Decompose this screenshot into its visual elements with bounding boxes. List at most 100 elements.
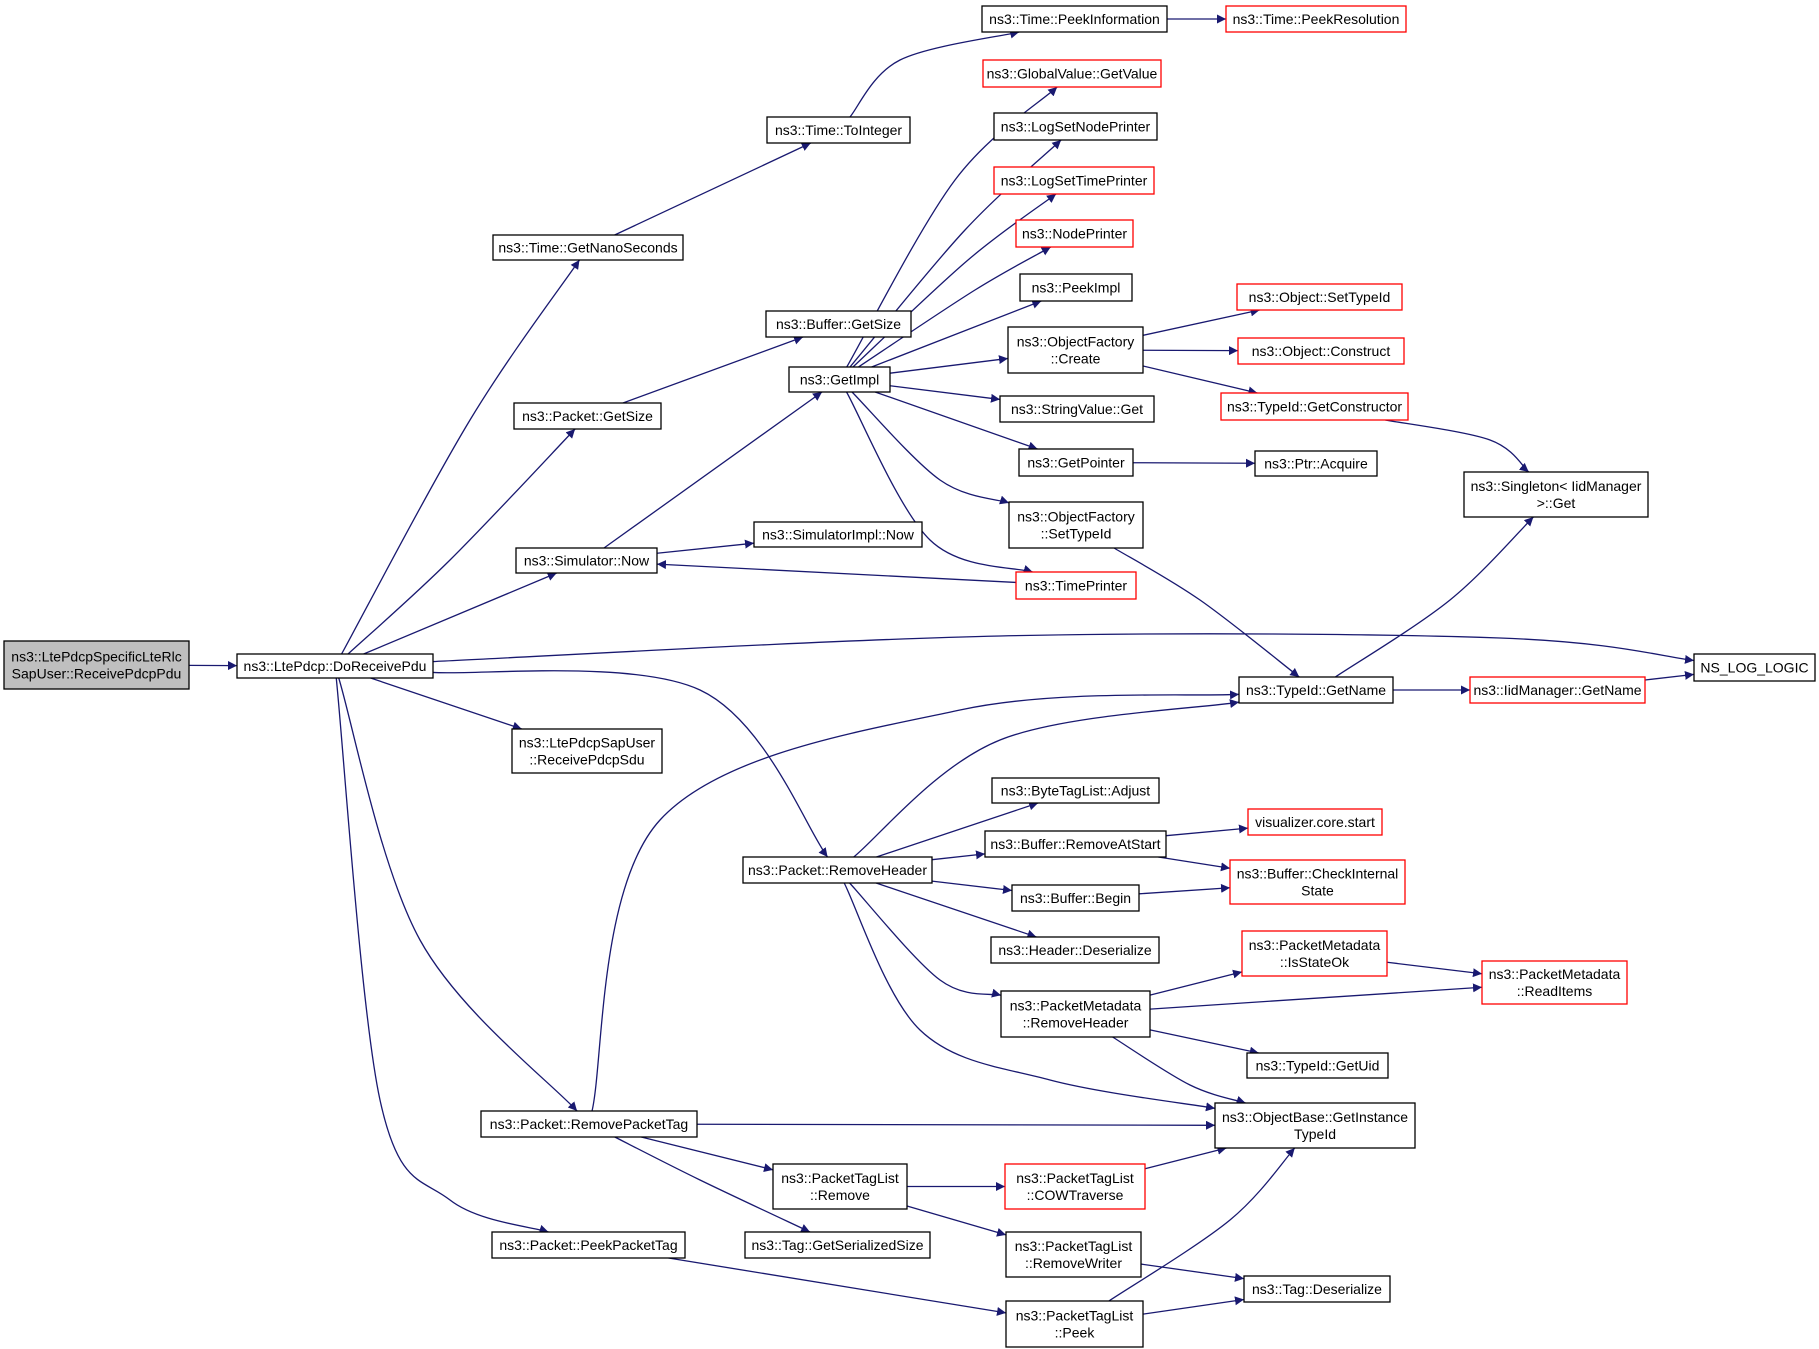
edge-pmrmheader-to-obinst	[1112, 1036, 1246, 1105]
edge-arrow	[1386, 961, 1483, 978]
edge-rmheader-to-btladjust	[876, 801, 1039, 858]
node-box	[772, 1163, 908, 1210]
edge-ofcreate-to-objsettype	[1142, 307, 1260, 336]
edge-rmpkttag-to-tidgetname	[591, 690, 1240, 1112]
node-bufbegin[interactable]: ns3::Buffer::Begin	[1011, 884, 1140, 912]
node-label: ns3::PacketMetadata	[1489, 966, 1621, 982]
edge-arrow	[1142, 365, 1258, 396]
node-getptr[interactable]: ns3::GetPointer	[1018, 448, 1134, 477]
node-root[interactable]: ns3::LtePdcpSpecificLteRlcSapUser::Recei…	[3, 640, 190, 690]
node-box	[511, 728, 663, 774]
edge-rmheader-to-obinst	[843, 882, 1216, 1112]
node-lognode[interactable]: ns3::LogSetNodePrinter	[993, 112, 1158, 141]
node-strval[interactable]: ns3::StringValue::Get	[999, 395, 1155, 423]
node-bufgetsize[interactable]: ns3::Buffer::GetSize	[765, 310, 912, 338]
node-label: ::RemoveHeader	[1023, 1015, 1129, 1031]
edge-arrow	[931, 880, 1013, 894]
node-timenano[interactable]: ns3::Time::GetNanoSeconds	[492, 234, 684, 261]
node-nodeprinter[interactable]: ns3::NodePrinter	[1015, 219, 1134, 248]
edge-arrow	[843, 882, 1216, 1112]
node-ptlremove[interactable]: ns3::PacketTagList::Remove	[772, 1163, 908, 1210]
edge-toint-to-peekinfo	[849, 29, 1020, 118]
node-peekres[interactable]: ns3::Time::PeekResolution	[1225, 5, 1407, 33]
node-pmreaditems[interactable]: ns3::PacketMetadata::ReadItems	[1481, 960, 1628, 1005]
edge-arrow	[849, 882, 1002, 998]
node-ptlrmwriter[interactable]: ns3::PacketTagList::RemoveWriter	[1005, 1231, 1142, 1278]
node-peekinfo[interactable]: ns3::Time::PeekInformation	[981, 5, 1168, 33]
edge-rmpkttag-to-ptlremove	[641, 1136, 774, 1173]
node-box	[1015, 219, 1134, 248]
node-label: ns3::PacketTagList	[781, 1170, 899, 1186]
node-simnow[interactable]: ns3::Simulator::Now	[515, 547, 658, 574]
edge-arrow	[668, 1257, 1007, 1316]
edge-doreceive-to-rmpkttag	[338, 677, 578, 1112]
node-ptlcow[interactable]: ns3::PacketTagList::COWTraverse	[1004, 1163, 1146, 1210]
edge-getimpl-to-strval	[889, 385, 1001, 403]
node-label: ns3::PacketTagList	[1015, 1238, 1133, 1254]
node-timeprinter[interactable]: ns3::TimePrinter	[1015, 571, 1137, 600]
node-pmrmheader[interactable]: ns3::PacketMetadata::RemoveHeader	[1000, 990, 1151, 1038]
node-pktgetsize[interactable]: ns3::Packet::GetSize	[513, 402, 662, 430]
node-box	[1000, 990, 1151, 1038]
node-label: ns3::Packet::RemovePacketTag	[490, 1116, 688, 1132]
edge-rmheader-to-pmrmheader	[849, 882, 1002, 998]
node-objconstruct[interactable]: ns3::Object::Construct	[1237, 337, 1405, 365]
edge-arrow	[931, 850, 986, 861]
node-ofsettype[interactable]: ns3::ObjectFactory::SetTypeId	[1008, 501, 1144, 549]
node-label: ns3::ObjectFactory	[1017, 509, 1135, 525]
node-tagdeser[interactable]: ns3::Tag::Deserialize	[1243, 1275, 1391, 1303]
node-tidgetuid[interactable]: ns3::TypeId::GetUid	[1246, 1052, 1389, 1079]
edge-iidgetname-to-nslog	[1644, 670, 1695, 681]
node-box	[1463, 471, 1649, 518]
node-box	[1015, 571, 1137, 600]
node-objsettype[interactable]: ns3::Object::SetTypeId	[1236, 283, 1403, 311]
node-bufrmstart[interactable]: ns3::Buffer::RemoveAtStart	[984, 830, 1167, 858]
node-hdrdeser[interactable]: ns3::Header::Deserialize	[990, 936, 1160, 964]
node-nslog[interactable]: NS_LOG_LOGIC	[1693, 653, 1816, 682]
edge-doreceive-to-peekpkttag	[335, 677, 549, 1234]
node-ptracq[interactable]: ns3::Ptr::Acquire	[1254, 450, 1378, 477]
node-getimpl[interactable]: ns3::GetImpl	[788, 366, 891, 393]
node-doreceive[interactable]: ns3::LtePdcp::DoReceivePdu	[236, 653, 434, 679]
node-logtime[interactable]: ns3::LogSetTimePrinter	[993, 166, 1155, 195]
node-box	[1693, 653, 1816, 682]
node-pmstateok[interactable]: ns3::PacketMetadata::IsStateOk	[1241, 930, 1388, 977]
node-box	[236, 653, 434, 679]
node-label: NS_LOG_LOGIC	[1700, 660, 1808, 676]
node-label: ns3::PacketMetadata	[1249, 937, 1381, 953]
node-getctor[interactable]: ns3::TypeId::GetConstructor	[1220, 392, 1409, 421]
node-peekpkttag[interactable]: ns3::Packet::PeekPacketTag	[491, 1231, 686, 1259]
node-box	[1214, 1102, 1416, 1149]
edge-arrow	[1140, 1263, 1245, 1282]
node-ptlpeek[interactable]: ns3::PacketTagList::Peek	[1005, 1300, 1144, 1348]
node-box	[1481, 960, 1628, 1005]
node-tidgetname[interactable]: ns3::TypeId::GetName	[1238, 676, 1394, 704]
node-label: ns3::Packet::PeekPacketTag	[499, 1237, 677, 1253]
node-toint[interactable]: ns3::Time::ToInteger	[766, 116, 911, 144]
node-vizstart[interactable]: visualizer.core.start	[1247, 808, 1383, 836]
node-rmheader[interactable]: ns3::Packet::RemoveHeader	[742, 856, 933, 884]
edge-arrow	[656, 539, 755, 554]
edge-getimpl-to-peekimpl	[871, 300, 1042, 368]
node-label: ns3::LtePdcpSapUser	[519, 735, 656, 751]
node-sapuser[interactable]: ns3::LtePdcpSapUser::ReceivePdcpSdu	[511, 728, 663, 774]
edge-arrow	[696, 1120, 1216, 1130]
node-btladjust[interactable]: ns3::ByteTagList::Adjust	[991, 777, 1160, 804]
node-taggetsize[interactable]: ns3::Tag::GetSerializedSize	[744, 1231, 931, 1259]
node-ofcreate[interactable]: ns3::ObjectFactory::Create	[1007, 326, 1144, 374]
node-iidgetname[interactable]: ns3::IidManager::GetName	[1469, 676, 1646, 704]
node-simimplnow[interactable]: ns3::SimulatorImpl::Now	[753, 521, 923, 548]
node-peekimpl[interactable]: ns3::PeekImpl	[1019, 273, 1133, 302]
edge-ptlcow-to-obinst	[1144, 1145, 1227, 1170]
edge-pmrmheader-to-tidgetuid	[1149, 1029, 1259, 1056]
node-box	[1008, 501, 1144, 549]
edge-bufrmstart-to-vizstart	[1165, 824, 1249, 837]
node-rmpkttag[interactable]: ns3::Packet::RemovePacketTag	[480, 1110, 698, 1138]
node-label: ns3::TimePrinter	[1025, 578, 1128, 594]
edge-timeprinter-to-simnow	[656, 560, 1017, 584]
node-gvget[interactable]: ns3::GlobalValue::GetValue	[982, 59, 1162, 88]
node-box	[1004, 1163, 1146, 1210]
node-singleton[interactable]: ns3::Singleton< IidManager>::Get	[1463, 471, 1649, 518]
